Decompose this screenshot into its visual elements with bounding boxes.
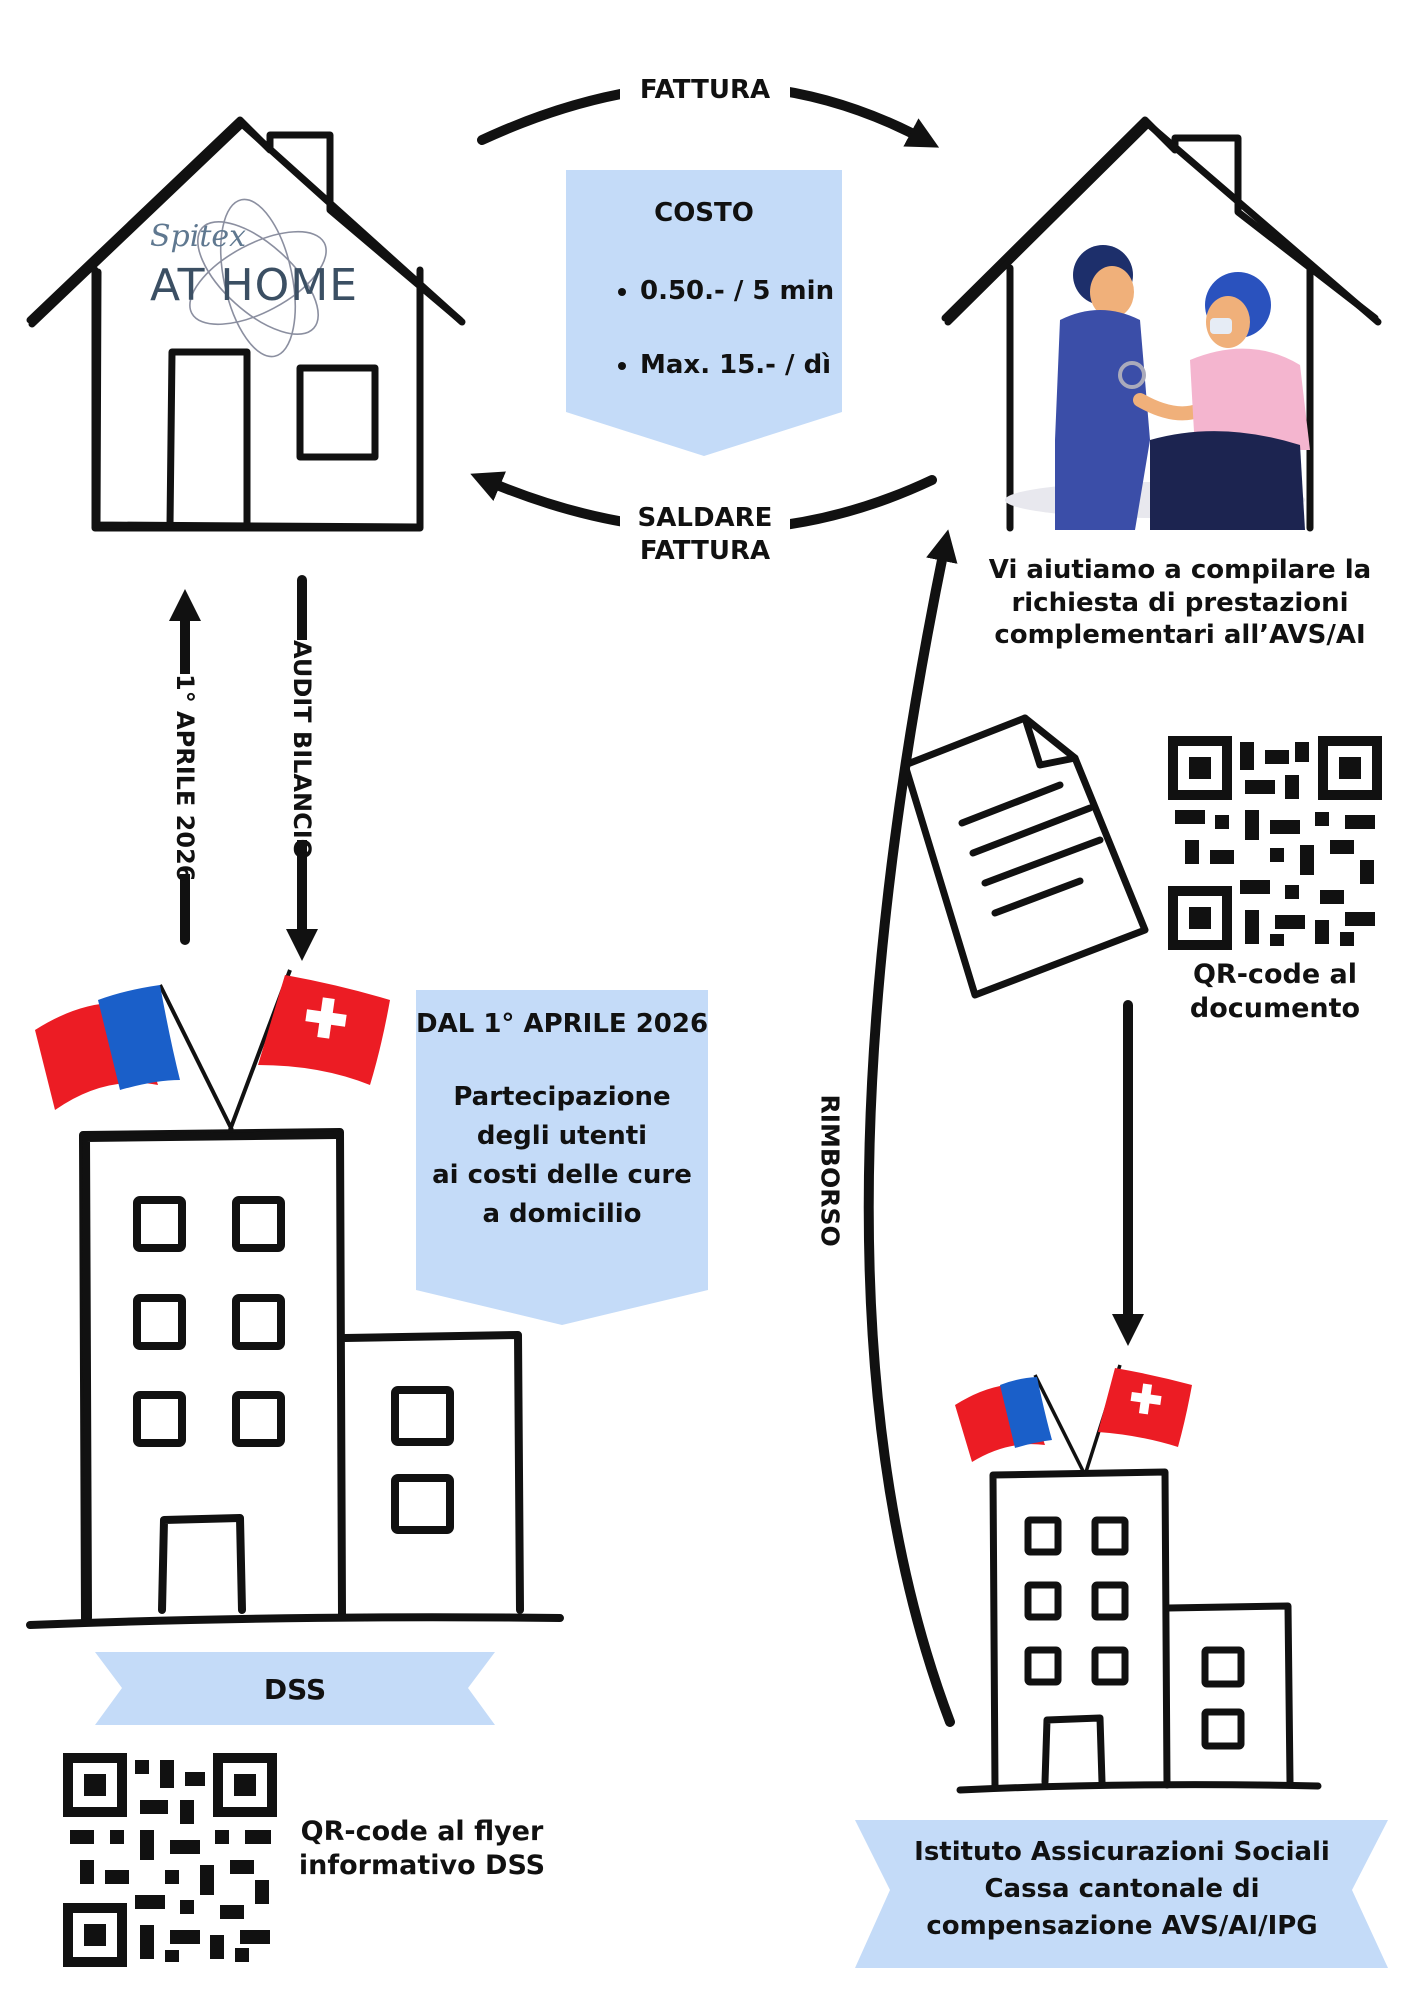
- pay-invoice-label: SALDARE FATTURA: [620, 502, 790, 567]
- info-box-line: degli utenti: [476, 1121, 648, 1151]
- qr-code-icon: [63, 1753, 277, 1967]
- cost-title: COSTO: [654, 198, 754, 228]
- help-text: Vi aiutiamo a compilare la richiesta di …: [975, 554, 1385, 652]
- spitex-house-icon: [26, 116, 466, 532]
- help-text-line: Vi aiutiamo a compilare la: [988, 555, 1372, 585]
- institute-banner: [855, 1820, 1388, 1968]
- info-box-content: DAL 1° APRILE 2026 Partecipazione degli …: [416, 1005, 708, 1234]
- institute-banner-line: Cassa cantonale di: [984, 1873, 1260, 1904]
- info-box-title: DAL 1° APRILE 2026: [416, 1009, 709, 1039]
- institute-banner-line: compensazione AVS/AI/IPG: [926, 1910, 1318, 1941]
- document-qr-caption: QR-code al documento: [1150, 958, 1400, 1026]
- document-icon: [901, 714, 1149, 999]
- help-text-line: complementari all’AVS/AI: [994, 620, 1366, 650]
- caregiver-illustration: [1005, 245, 1310, 530]
- down-arrow-label: AUDIT BILANCIO: [288, 640, 316, 860]
- flag-icon: [1083, 1364, 1192, 1476]
- flag-icon: [35, 984, 234, 1131]
- dss-qr-caption-line: informativo DSS: [298, 1849, 546, 1881]
- help-text-line: richiesta di prestazioni: [1011, 587, 1349, 618]
- up-arrow-label: 1° APRILE 2026: [171, 674, 199, 882]
- client-house-icon: [941, 116, 1382, 532]
- invoice-label: FATTURA: [620, 74, 790, 107]
- dss-qr-caption-line: QR-code al flyer: [300, 1816, 544, 1847]
- spitex-logo-main: AT HOME: [150, 260, 359, 311]
- dss-banner: [95, 1652, 495, 1725]
- flag-icon: [228, 969, 390, 1131]
- institute-banner-line: Istituto Assicurazioni Sociali: [914, 1837, 1330, 1867]
- spitex-logo-script: Spitex: [150, 219, 247, 254]
- cost-box-content: COSTO 0.50.- / 5 min Max. 15.- / dì: [566, 198, 842, 424]
- pay-invoice-label-line2: FATTURA: [639, 535, 771, 566]
- document-qr-caption-line: documento: [1189, 992, 1361, 1024]
- info-box-line: Partecipazione: [453, 1082, 671, 1112]
- dss-building-icon: [26, 1128, 564, 1629]
- pay-invoice-label-line1: SALDARE: [637, 503, 773, 533]
- info-box: [416, 990, 708, 1325]
- cost-item: 0.50.- / 5 min: [640, 276, 842, 306]
- refund-arrow: [863, 529, 958, 1727]
- info-box-line: a domicilio: [482, 1199, 642, 1229]
- institute-banner-text: Istituto Assicurazioni Sociali Cassa can…: [872, 1834, 1372, 1945]
- atom-icon: [189, 198, 327, 358]
- document-qr-caption-line: QR-code al: [1192, 959, 1358, 990]
- refund-label: RIMBORSO: [815, 1094, 845, 1247]
- qr-code-icon: [1168, 736, 1382, 950]
- institute-building-icon: [956, 1468, 1322, 1794]
- cost-box: [566, 170, 842, 456]
- dss-qr-caption: QR-code al flyer informativo DSS: [292, 1815, 552, 1883]
- flag-icon: [955, 1374, 1087, 1476]
- dss-banner-label: DSS: [263, 1673, 327, 1706]
- info-box-line: ai costi delle cure: [432, 1160, 692, 1190]
- cost-item: Max. 15.- / dì: [640, 350, 842, 380]
